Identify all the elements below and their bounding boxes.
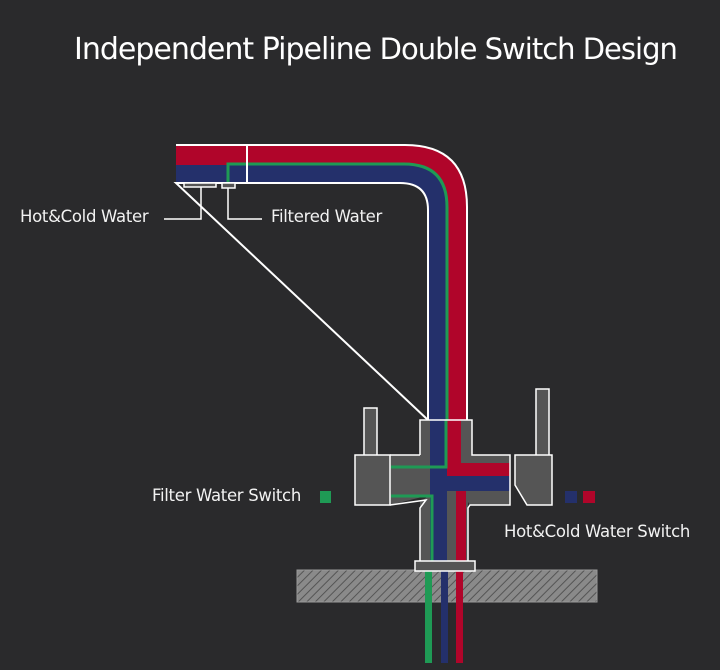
title-part-2: Double Switch Design: [379, 32, 678, 66]
spout-cold-channel: [176, 165, 448, 420]
hot-cold-switch-housing[interactable]: [514, 454, 553, 506]
diagram-title: Independent Pipeline Double Switch Desig…: [74, 32, 678, 67]
spout-outline: [173, 144, 468, 423]
hot-cold-water-leader: [164, 187, 202, 220]
hot-cold-outlet: [183, 182, 217, 188]
body-hot-horizontal: [447, 463, 510, 476]
filter-switch-lever[interactable]: [363, 407, 378, 457]
body-filtered-upper: [391, 420, 448, 469]
spout-filtered-line: [226, 162, 449, 420]
faucet-body-outline: [389, 419, 511, 563]
filtered-outlet: [221, 182, 236, 189]
cold-swatch: [565, 491, 577, 503]
filter-switch-housing[interactable]: [354, 454, 391, 506]
filtered-water-leader: [227, 188, 262, 220]
filtered-swatch: [320, 491, 331, 503]
body-hot-vertical: [447, 420, 461, 470]
hot-swatch: [583, 491, 595, 503]
hot-cold-switch-lever[interactable]: [535, 388, 550, 457]
cold-supply-pipe: [441, 568, 448, 663]
hot-cold-water-label: Hot&Cold Water: [20, 207, 149, 226]
title-part-1: Independent Pipeline: [74, 32, 372, 67]
filtered-supply-pipe: [425, 568, 432, 663]
base-flange: [414, 560, 476, 572]
body-hot-down: [456, 491, 466, 565]
filter-water-switch-label: Filter Water Switch: [152, 486, 301, 505]
body-cold-vertical: [430, 420, 447, 565]
filtered-water-label: Filtered Water: [271, 207, 382, 226]
body-cold-horizontal: [430, 476, 510, 491]
body-filtered-lower: [391, 494, 434, 565]
hot-cold-water-switch-label: Hot&Cold Water Switch: [504, 522, 691, 541]
spout-hot-channel: [176, 145, 467, 420]
hot-supply-pipe: [456, 568, 463, 663]
